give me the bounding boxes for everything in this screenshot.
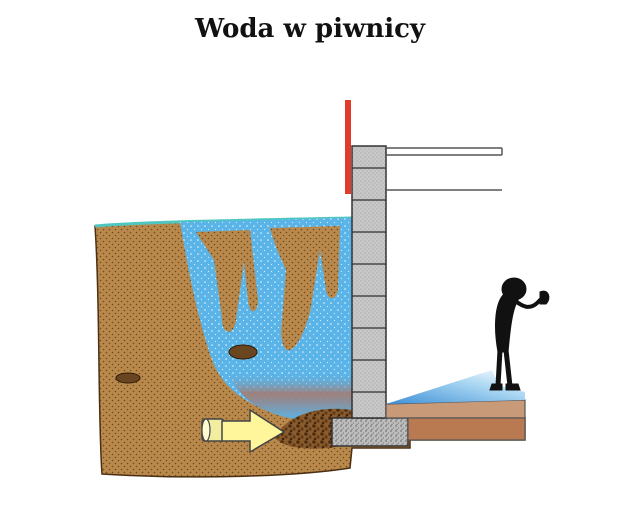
stone: [228, 344, 258, 360]
arrow-icon: [221, 408, 286, 454]
wall-block-joints: [352, 167, 386, 393]
probe-rod: [345, 100, 351, 194]
drain-pipe-icon: [201, 418, 225, 442]
diagram-title: Woda w piwnicy: [194, 14, 426, 44]
floor-water: [386, 370, 525, 404]
basement-floor-under: [407, 417, 526, 441]
upper-floor: [385, 147, 503, 191]
muddy-water-band: [228, 372, 352, 420]
soil-drips: [196, 230, 258, 332]
stone: [115, 372, 141, 384]
soil-drips-2: [270, 226, 340, 351]
foundation-wall: [351, 145, 387, 419]
person-icon: [489, 277, 550, 391]
footing: [331, 417, 409, 447]
grass-surface: [94, 216, 353, 228]
